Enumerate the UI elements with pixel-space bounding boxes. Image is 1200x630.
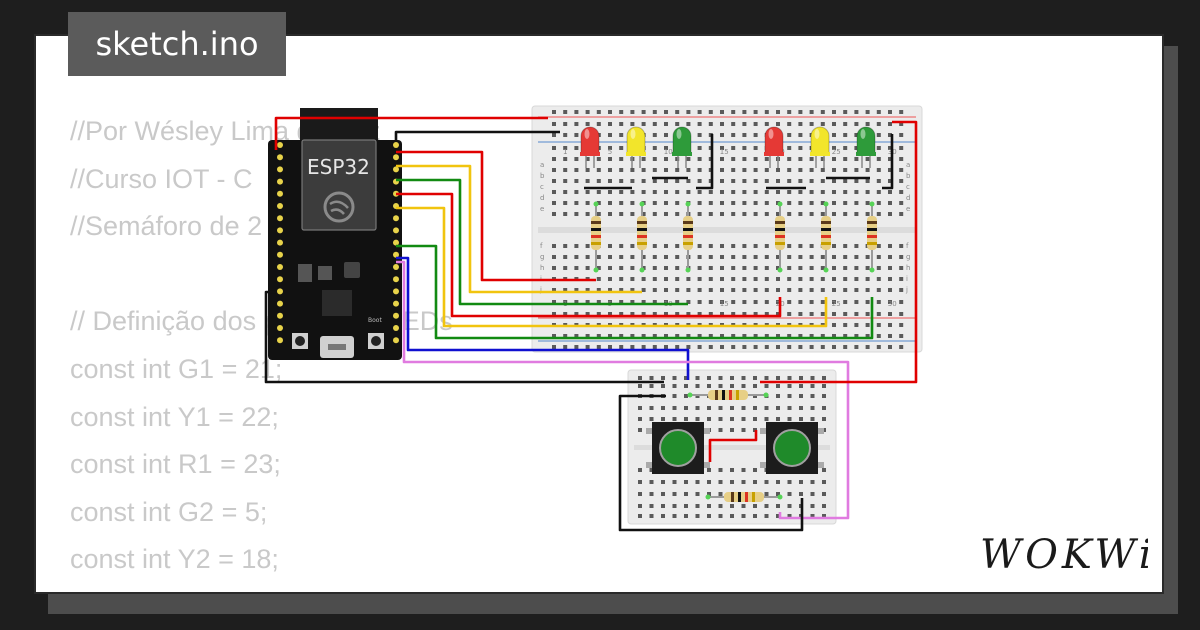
- esp32-pin[interactable]: [393, 312, 399, 319]
- esp32-pin[interactable]: [277, 312, 283, 319]
- breadboard-row-letter: c: [906, 183, 910, 191]
- esp32-pin[interactable]: [393, 288, 399, 295]
- breadboard-column-number: 15: [720, 300, 729, 308]
- esp32-pin[interactable]: [277, 251, 283, 258]
- resistor[interactable]: [775, 216, 785, 250]
- resistors: [591, 201, 877, 502]
- breadboard-row-letter: b: [540, 172, 545, 180]
- push-button-2[interactable]: [760, 422, 824, 474]
- led[interactable]: [810, 126, 830, 168]
- breadboard-row-letter: d: [540, 194, 544, 202]
- esp32-pin[interactable]: [277, 215, 283, 222]
- code-line: const int G2 = 5;: [70, 496, 268, 527]
- breadboard-row-letter: f: [540, 242, 543, 250]
- breadboard-column-number: 25: [832, 148, 841, 156]
- esp32-pin[interactable]: [277, 239, 283, 246]
- resistor[interactable]: [724, 492, 764, 502]
- esp32-pin[interactable]: [277, 325, 283, 331]
- esp32-pin[interactable]: [277, 337, 283, 344]
- esp32-pin[interactable]: [277, 178, 283, 185]
- esp32-board: ESP32 Boot: [268, 108, 402, 360]
- wokwi-logo: WOKWi: [980, 532, 1148, 578]
- esp32-label: ESP32: [307, 155, 370, 179]
- push-button-1[interactable]: [646, 422, 710, 474]
- breadboard-row-letter: e: [906, 205, 910, 213]
- led[interactable]: [626, 126, 646, 168]
- breadboard-column-number: 25: [832, 300, 841, 308]
- resistor[interactable]: [867, 216, 877, 250]
- breadboard-row-letter: j: [905, 286, 908, 294]
- esp32-pin[interactable]: [277, 288, 283, 295]
- esp32-pin[interactable]: [393, 215, 399, 222]
- leds: [580, 126, 876, 168]
- breadboard-column-number: 10: [664, 148, 673, 156]
- esp32-pin[interactable]: [393, 251, 399, 258]
- led[interactable]: [764, 126, 784, 168]
- breadboard-column-number: 30: [888, 300, 897, 308]
- boot-label: Boot: [368, 317, 382, 324]
- code-line: const int Y1 = 22;: [70, 401, 279, 432]
- breadboard-row-letter: e: [540, 205, 544, 213]
- code-line: //Curso IOT - C: [70, 163, 253, 194]
- led[interactable]: [672, 126, 692, 168]
- resistor[interactable]: [637, 216, 647, 250]
- esp32-pin[interactable]: [277, 154, 283, 161]
- resistor[interactable]: [591, 216, 601, 250]
- esp32-pin[interactable]: [393, 300, 399, 307]
- esp32-pin[interactable]: [277, 190, 283, 197]
- esp32-pin[interactable]: [393, 337, 399, 344]
- esp32-pin[interactable]: [277, 227, 283, 234]
- esp32-pin[interactable]: [393, 154, 399, 161]
- usb-port-icon: [320, 336, 354, 358]
- breadboard-row-letter: g: [906, 253, 910, 261]
- breadboard-column-number: 1: [563, 148, 567, 156]
- esp32-pin[interactable]: [393, 325, 399, 331]
- breadboard-row-letter: b: [906, 172, 911, 180]
- esp32-pin[interactable]: [393, 166, 399, 173]
- esp32-pin[interactable]: [393, 264, 399, 270]
- breadboard-row-letter: f: [906, 242, 909, 250]
- breadboard-row-letter: j: [539, 286, 542, 294]
- esp32-pin[interactable]: [277, 300, 283, 307]
- led[interactable]: [580, 126, 600, 168]
- resistor[interactable]: [821, 216, 831, 250]
- breadboard-row-letter: a: [540, 161, 544, 169]
- resistor[interactable]: [683, 216, 693, 250]
- breadboard-row-letter: c: [540, 183, 544, 191]
- code-line: const int Y2 = 18;: [70, 544, 279, 575]
- wokwi-logo-text: WOKWi: [980, 532, 1148, 578]
- wires: [264, 116, 918, 532]
- breadboard-row-letter: g: [540, 253, 544, 261]
- led[interactable]: [856, 126, 876, 168]
- esp32-pin[interactable]: [277, 276, 283, 283]
- espressif-logo-icon: [323, 191, 355, 223]
- esp32-pin[interactable]: [277, 166, 283, 173]
- breadboard-row-letter: h: [906, 264, 910, 272]
- breadboard-row-letter: a: [906, 161, 910, 169]
- resistor[interactable]: [708, 390, 748, 400]
- esp32-pin[interactable]: [277, 142, 283, 148]
- file-name-tab[interactable]: sketch.ino: [68, 12, 286, 76]
- breadboard-column-number: 5: [608, 148, 612, 156]
- breadboard-row-letter: i: [906, 275, 908, 283]
- esp32-pin[interactable]: [393, 227, 399, 234]
- esp32-pin[interactable]: [393, 276, 399, 283]
- breadboard-row-letter: d: [906, 194, 910, 202]
- breadboard-column-number: 15: [720, 148, 729, 156]
- breadboard-row-letter: h: [540, 264, 544, 272]
- code-line: const int R1 = 23;: [70, 449, 281, 480]
- esp32-pin[interactable]: [277, 203, 283, 209]
- esp32-pin[interactable]: [393, 142, 399, 148]
- esp32-pin[interactable]: [277, 264, 283, 270]
- esp32-pin[interactable]: [393, 239, 399, 246]
- code-line: const int R2 = 19;: [70, 584, 453, 593]
- code-line: const int G1 = 21;: [70, 353, 283, 384]
